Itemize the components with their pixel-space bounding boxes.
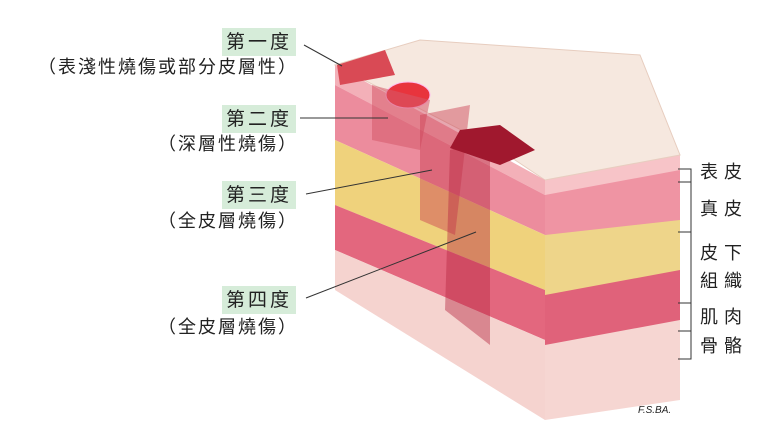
layer-epidermis: 表皮 — [700, 162, 748, 183]
front-muscle — [335, 205, 545, 340]
layer-dermis: 真皮 — [700, 199, 748, 220]
layer-muscle: 肌肉 — [700, 307, 748, 328]
layer-subcutaneous: 皮下組織 — [700, 243, 748, 292]
side-epidermis — [545, 155, 680, 195]
first-degree-description: （表淺性燒傷或部分皮層性） — [38, 57, 298, 78]
fourth-degree-label: 第四度 — [222, 286, 297, 314]
front-bone — [335, 250, 545, 420]
second-degree-label: 第二度 — [222, 105, 297, 133]
leader-line-third — [305, 169, 433, 195]
burn-second-degree — [372, 85, 430, 150]
artist-credit: F.S.BA. — [638, 405, 672, 416]
side-dermis — [545, 165, 680, 235]
layer-bone: 骨骼 — [700, 336, 748, 357]
third-degree-label: 第三度 — [222, 181, 297, 209]
side-fat — [545, 215, 680, 295]
fourth-degree-description: （全皮層燒傷） — [158, 317, 298, 338]
first-degree-label: 第一度 — [222, 28, 297, 56]
burn-fourth-degree — [445, 140, 490, 345]
layer-brackets — [678, 168, 692, 360]
leader-line-first — [303, 44, 343, 67]
charred-surface — [450, 125, 535, 165]
burn-first-degree — [337, 50, 395, 85]
front-fat — [335, 140, 545, 290]
side-muscle — [545, 260, 680, 345]
second-degree-description: （深層性燒傷） — [158, 134, 298, 155]
third-degree-description: （全皮層燒傷） — [158, 211, 298, 232]
leader-line-fourth — [305, 231, 477, 299]
